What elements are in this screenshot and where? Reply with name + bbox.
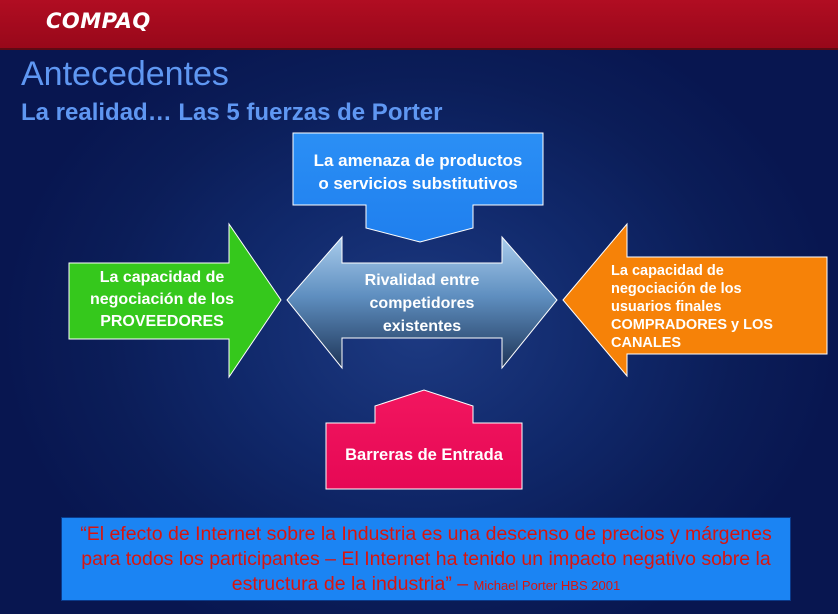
rivalry-line-3: existentes <box>382 317 462 335</box>
buyers-arrow <box>562 222 828 378</box>
substitutes-line-2: o servicios substitutivos <box>318 174 518 193</box>
buyers-line-1: La capacidad de <box>611 263 724 279</box>
quote-text: “El efecto de Internet sobre la Industri… <box>80 523 772 595</box>
rivalry-double-arrow <box>286 235 558 370</box>
buyers-line-5: CANALES <box>611 335 682 351</box>
subtitle-bold: La realidad… <box>21 99 172 126</box>
slide-subtitle: La realidad… Las 5 fuerzas de Porter <box>21 99 443 127</box>
rivalry-line-2: competidores <box>369 294 475 312</box>
suppliers-label: La capacidad de negociación de los PROVE… <box>72 265 252 335</box>
buyers-line-4: COMPRADORES y LOS <box>611 317 773 333</box>
entry-barriers-arrow <box>325 389 523 490</box>
substitutes-arrow <box>292 132 544 243</box>
suppliers-arrow <box>68 222 282 379</box>
suppliers-line-1: La capacidad de <box>99 269 225 286</box>
porter-quote: “El efecto de Internet sobre la Industri… <box>61 517 791 601</box>
suppliers-line-3: PROVEEDORES <box>100 313 224 330</box>
suppliers-line-2: negociación de los <box>89 291 235 308</box>
subtitle-rest: Las 5 fuerzas de Porter <box>171 99 443 126</box>
slide-title: Antecedentes <box>21 55 229 93</box>
buyers-label: La capacidad de negociación de los usuar… <box>611 262 825 352</box>
substitutes-line-1: La amenaza de productos <box>313 151 523 170</box>
header-bar: COMPAQ <box>0 0 838 50</box>
entry-barriers-label: Barreras de Entrada <box>345 445 503 464</box>
quote-source: Michael Porter HBS 2001 <box>473 578 621 593</box>
compaq-logo: COMPAQ <box>46 9 151 33</box>
rivalry-label: Rivalidad entre competidores existentes <box>340 268 504 338</box>
buyers-line-2: negociación de los <box>611 281 742 297</box>
buyers-line-3: usuarios finales <box>611 299 722 315</box>
rivalry-line-1: Rivalidad entre <box>364 271 480 289</box>
substitutes-label: La amenaza de productos o servicios subs… <box>294 142 542 202</box>
